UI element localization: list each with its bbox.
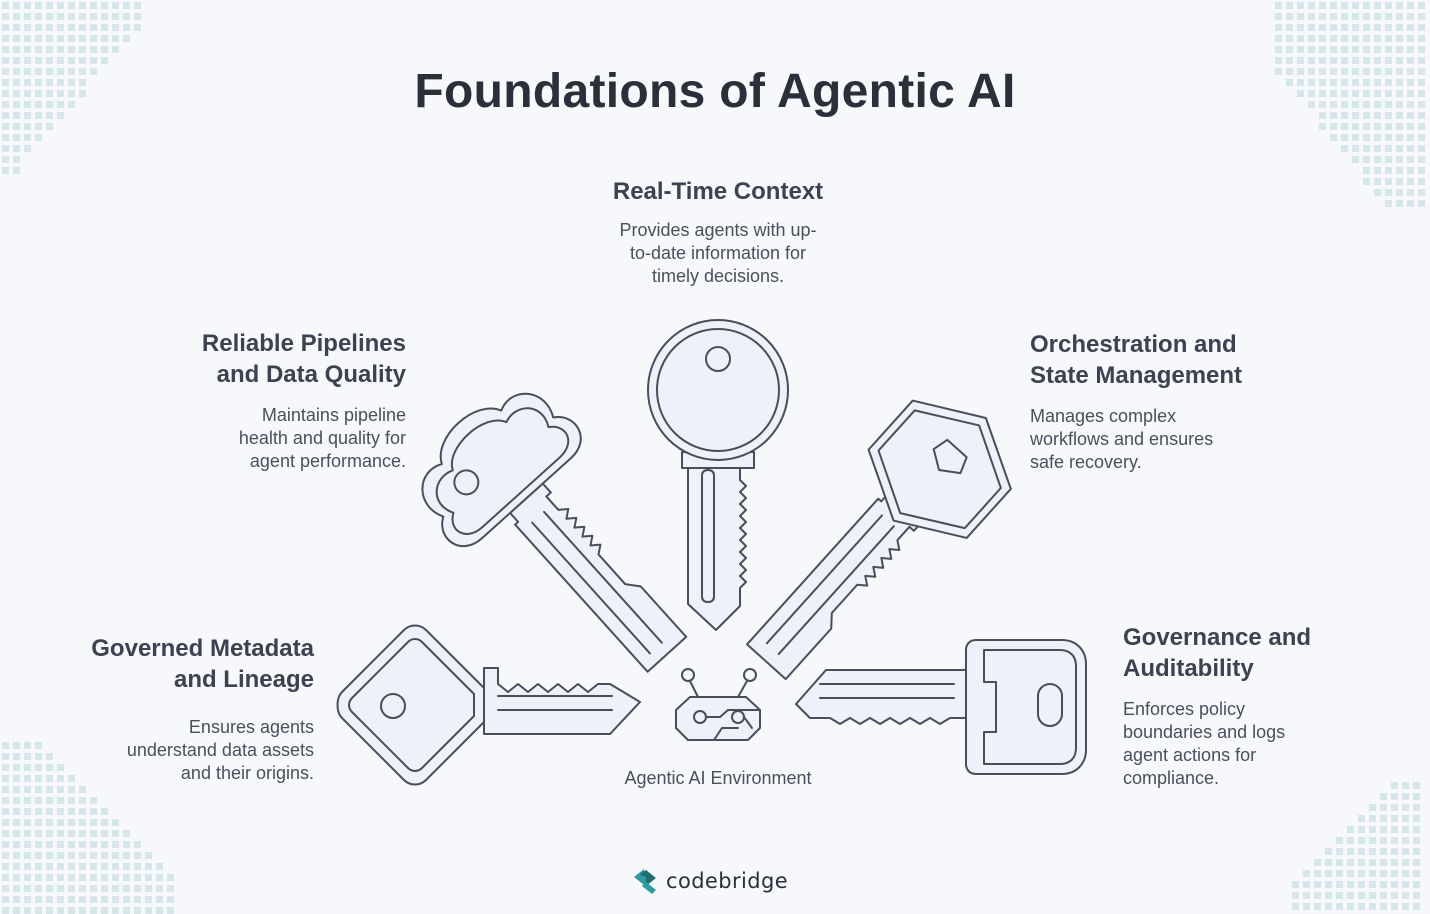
key-icon [336, 624, 641, 786]
heading-real-time-context: Real-Time Context [612, 178, 824, 205]
dot-pattern-top-left [2, 2, 141, 174]
environment-label: Agentic AI Environment [624, 768, 812, 788]
logo-spacer [632, 868, 658, 894]
key-icon [421, 392, 688, 673]
desc-governed-metadata: Ensures agents understand data assets an… [126, 717, 314, 783]
key-icon [647, 319, 789, 631]
dot-pattern-bottom-right [1292, 782, 1420, 910]
desc-real-time-context: Provides agents with up- to-date informa… [619, 220, 817, 286]
heading-reliable-pipelines: Reliable Pipelines and Data Quality [201, 330, 406, 388]
robot-icon [675, 668, 761, 741]
desc-orchestration: Manages complex workflows and ensures sa… [1030, 406, 1214, 472]
dot-pattern-bottom-left [2, 742, 174, 914]
heading-orchestration: Orchestration and State Management [1030, 331, 1243, 389]
key-icon [746, 399, 1012, 681]
key-icon [795, 639, 1087, 775]
heading-governed-metadata: Governed Metadata and Lineage [91, 635, 314, 693]
brand: codebridge [632, 868, 788, 894]
codebridge-logo-icon [634, 869, 656, 894]
dot-pattern-top-right [1275, 2, 1425, 207]
desc-governance: Enforces policy boundaries and logs agen… [1123, 699, 1286, 788]
page-title: Foundations of Agentic AI [414, 65, 1016, 118]
brand-name: codebridge [666, 869, 789, 893]
desc-reliable-pipelines: Maintains pipeline health and quality fo… [238, 405, 406, 471]
heading-governance: Governance and Auditability [1123, 624, 1312, 682]
